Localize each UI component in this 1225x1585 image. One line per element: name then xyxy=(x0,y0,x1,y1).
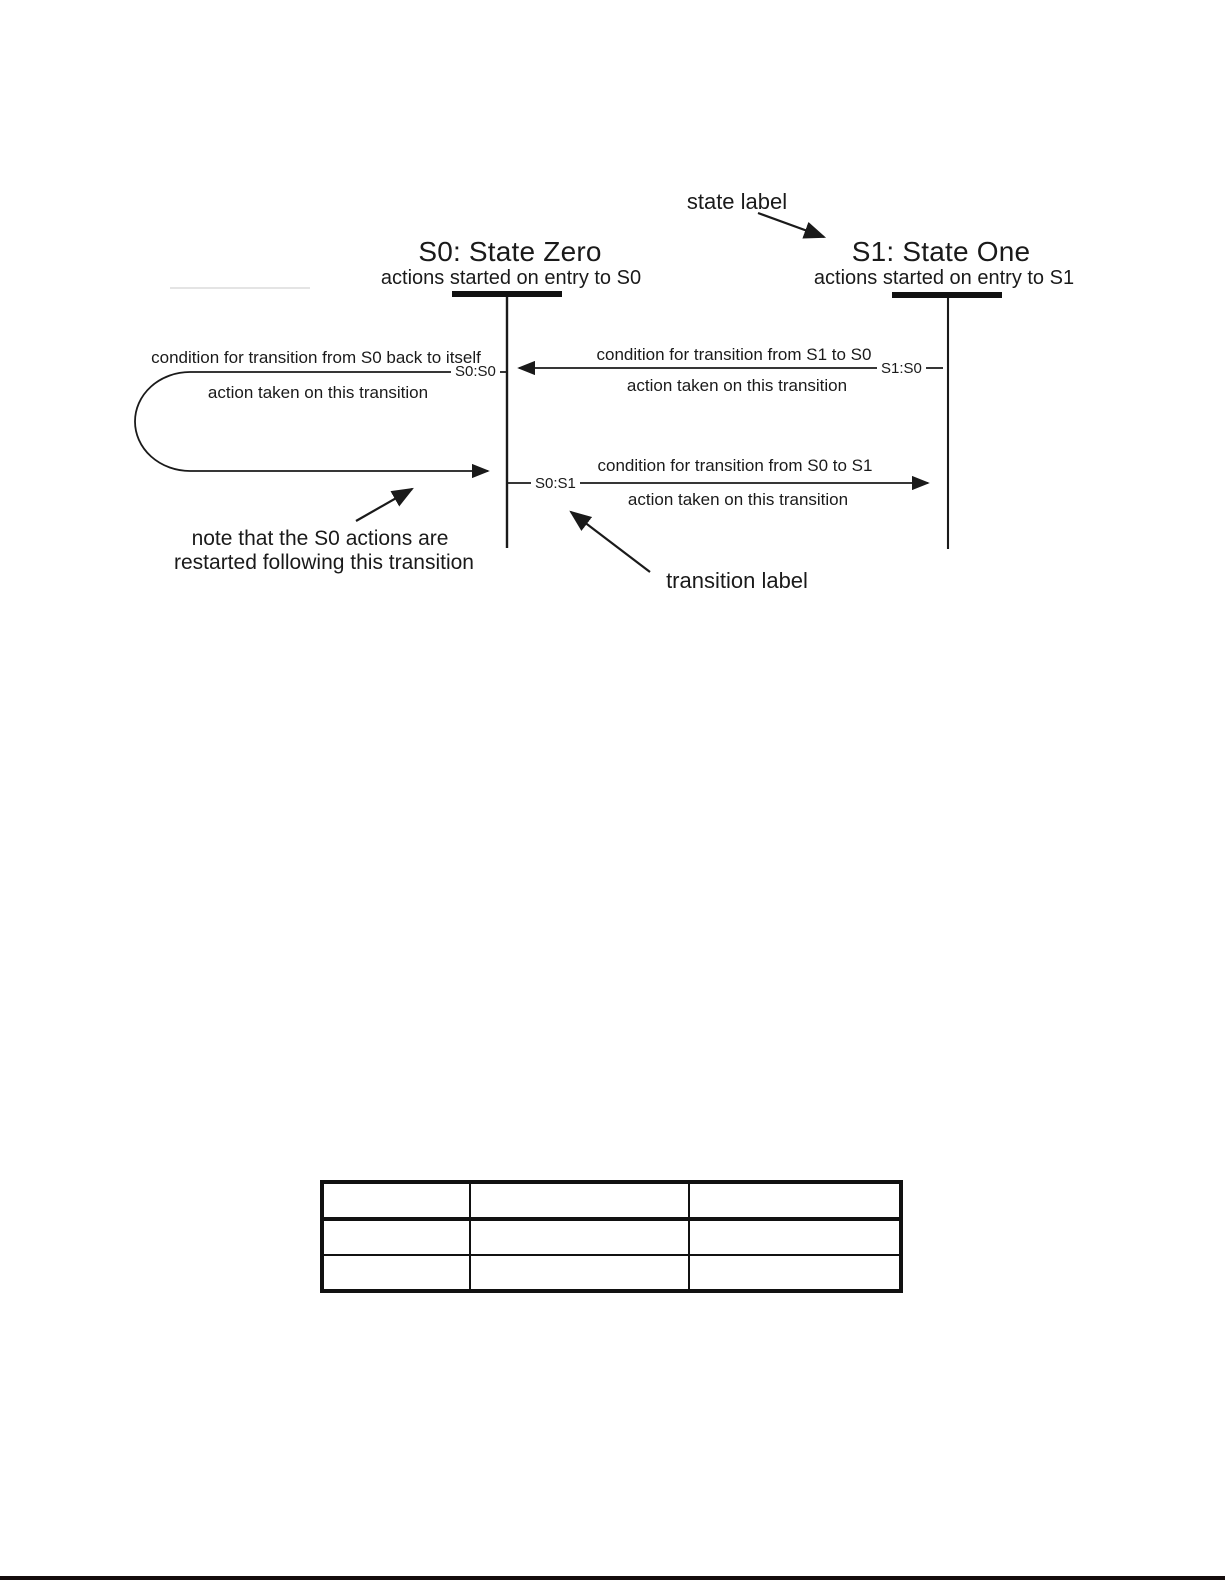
table-cell xyxy=(688,1254,902,1292)
transition-s0s0-label: S0:S0 xyxy=(451,363,500,380)
transition-label-annotation: transition label xyxy=(666,568,808,593)
transition-s0s1-label: S0:S1 xyxy=(531,475,580,492)
table-cell xyxy=(321,1218,471,1256)
table-cell xyxy=(321,1254,471,1292)
state-s1-title: S1: State One xyxy=(851,236,1031,267)
state-s0-title: S0: State Zero xyxy=(418,236,602,267)
state-s1-lifeline xyxy=(892,292,1002,549)
state-label-annotation: state label xyxy=(686,189,788,214)
self-loop-s0 xyxy=(134,371,507,479)
transition-s1s0-condition: condition for transition from S1 to S0 xyxy=(596,345,872,364)
state-s1-subtitle: actions started on entry to S1 xyxy=(813,267,1075,289)
table-row xyxy=(321,1254,902,1292)
note-annotation-line1: note that the S0 actions are xyxy=(191,527,449,550)
table-row xyxy=(321,1181,902,1221)
state-transition-table xyxy=(320,1180,903,1293)
scan-artifact xyxy=(170,287,310,289)
state-label-arrow xyxy=(757,211,827,239)
table-cell xyxy=(688,1218,902,1256)
state-s0-lifeline xyxy=(452,291,562,548)
transition-s0s1-condition: condition for transition from S0 to S1 xyxy=(597,456,873,475)
transition-s0s0-action: action taken on this transition xyxy=(207,383,429,402)
note-arrow xyxy=(355,487,414,522)
state-s0-subtitle: actions started on entry to S0 xyxy=(380,267,642,289)
table-row xyxy=(321,1218,902,1256)
table-cell xyxy=(469,1181,690,1221)
transition-s1s0-label: S1:S0 xyxy=(877,360,926,377)
table-cell xyxy=(321,1181,471,1221)
transition-s0s0-condition: condition for transition from S0 back to… xyxy=(151,348,481,367)
table-cell xyxy=(688,1181,902,1221)
note-annotation-line2: restarted following this transition xyxy=(174,551,474,574)
transition-s0s1-action: action taken on this transition xyxy=(627,490,849,509)
transition-label-arrow xyxy=(569,510,651,573)
table-cell xyxy=(469,1254,690,1292)
table-cell xyxy=(469,1218,690,1256)
bottom-scan-line xyxy=(0,1576,1225,1580)
transition-s1s0-action: action taken on this transition xyxy=(626,376,848,395)
